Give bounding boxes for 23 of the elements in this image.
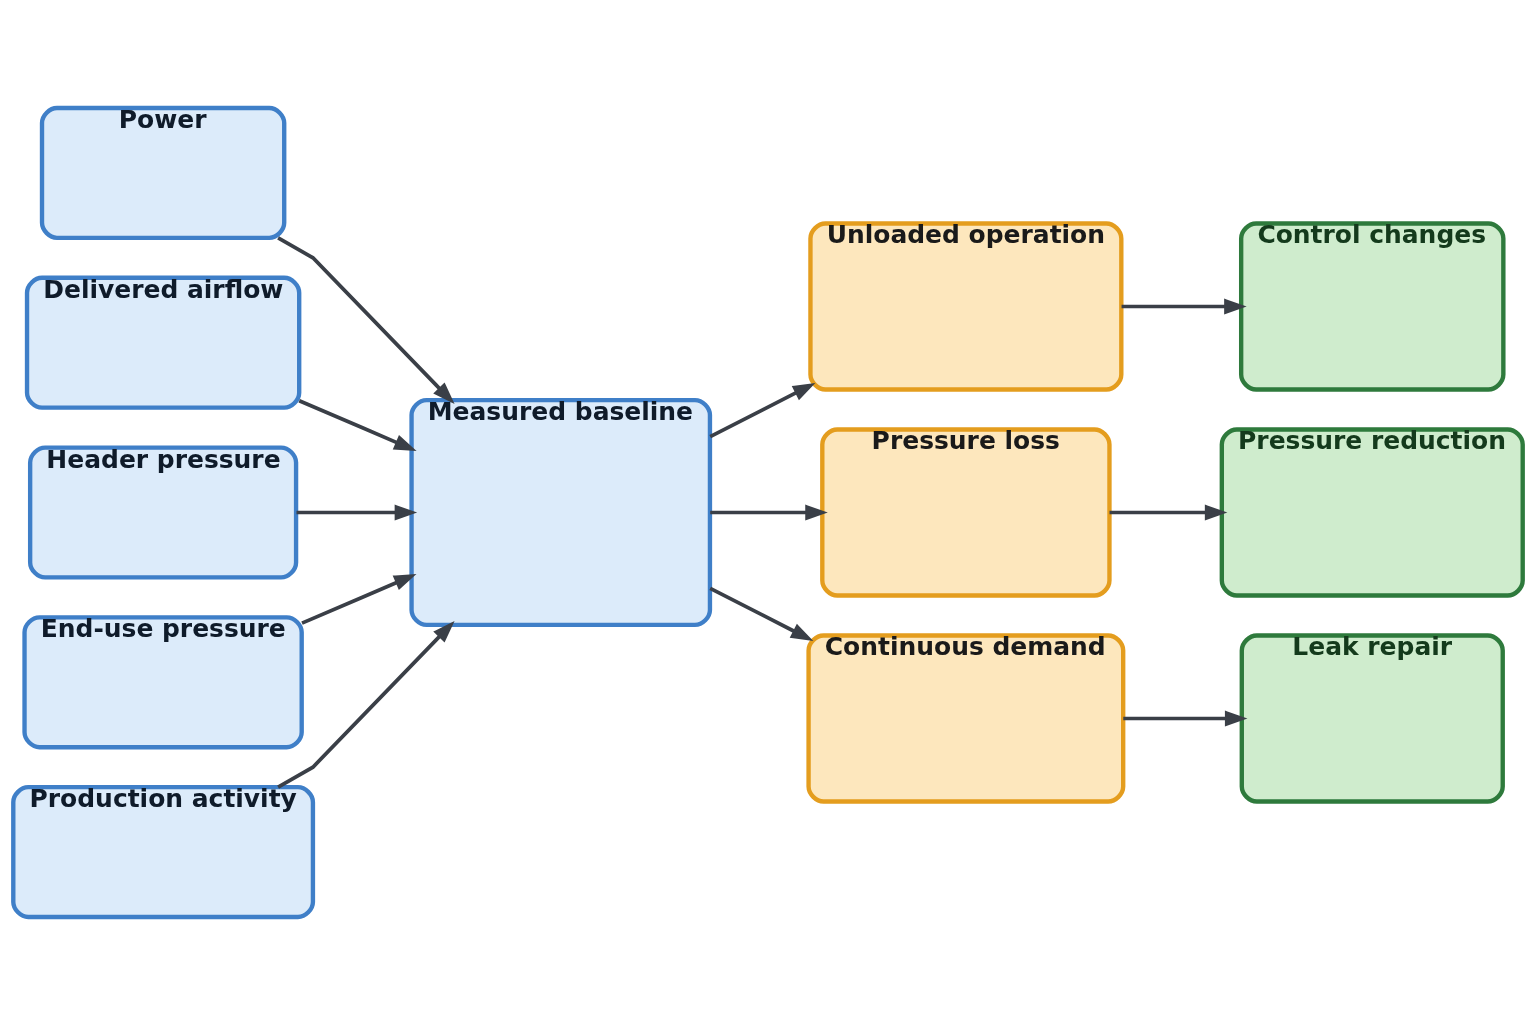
node-box: Control changes <box>1239 220 1506 392</box>
node-box: Leak repair <box>1239 632 1505 804</box>
arrow <box>709 382 816 438</box>
node-box: Header pressure <box>27 444 299 580</box>
arrow <box>710 504 828 520</box>
node-box: Delivered airflow <box>24 275 302 410</box>
node-box: End-use pressure <box>22 614 304 749</box>
arrow <box>1109 504 1228 520</box>
node-box: Continuous demand <box>806 632 1126 804</box>
arrow <box>298 398 417 451</box>
node-box: Power <box>39 105 287 240</box>
arrow <box>1121 298 1247 314</box>
node-box: Pressure reduction <box>1219 426 1525 598</box>
arrow <box>296 504 418 520</box>
arrow <box>1123 710 1248 726</box>
arrow <box>277 235 455 404</box>
arrow <box>277 620 455 789</box>
arrow <box>301 573 417 625</box>
node-box: Unloaded operation <box>808 220 1124 392</box>
node-box: Production activity <box>11 784 316 919</box>
node-box: Measured baseline <box>409 397 713 627</box>
node-box: Pressure loss <box>820 426 1112 598</box>
arrow <box>709 586 814 641</box>
